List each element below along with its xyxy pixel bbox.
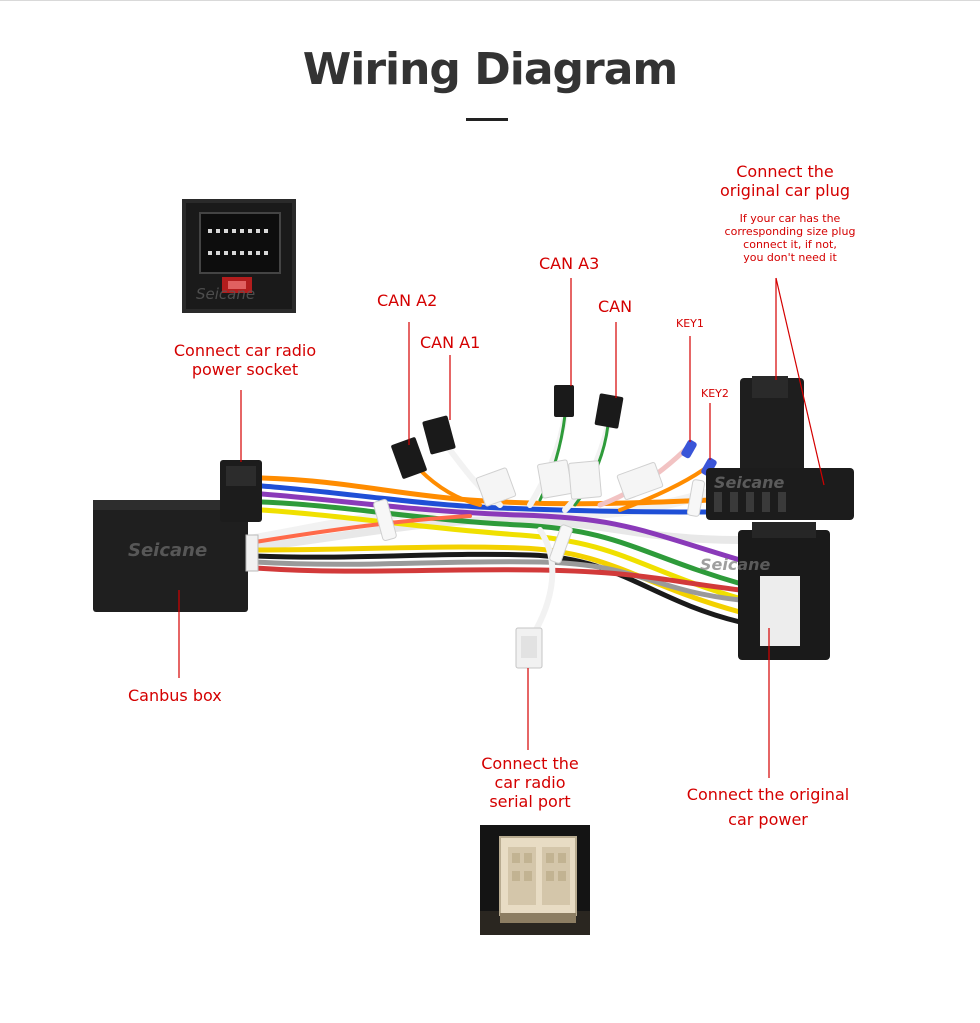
serial-port-photo [480,825,590,935]
top-divider [0,0,980,1]
watermark-text: Seicane [700,555,771,574]
original-plug-note-line3: connect it, if not, [743,238,837,251]
car-power-label-line2: car power [728,810,808,829]
cable-ties [373,479,706,564]
key1-label: KEY1 [676,317,704,330]
serial-port-label-line2: car radio [494,773,566,792]
wire-tags [475,459,664,507]
key2-label: KEY2 [701,387,729,400]
key-wire-ends [681,439,717,477]
canbus-box-unit: Seicane [93,500,259,612]
original-plug-note-line1: If your car has the [739,212,841,225]
original-plug-note-line2: corresponding size plug [724,225,856,238]
original-plug-note-line4: you don't need it [743,251,837,264]
radio-power-connector [220,460,262,522]
radio-power-label-line1: Connect car radio [173,341,317,360]
can-label: CAN [598,297,633,316]
original-plug-label-line2: original car plug [719,181,851,200]
radio-power-label: Connect car radio power socket [160,341,330,379]
serial-port-connector [515,627,543,669]
original-plug-label: Connect the original car plug [700,162,870,200]
title-underline [466,118,508,121]
serial-port-label-line3: serial port [489,792,571,811]
original-car-plug-connectors: Seicane [706,376,854,520]
page-title: Wiring Diagram [302,44,679,95]
car-power-label: Connect the original car power [678,782,858,832]
can-connectors [391,385,624,479]
can-a2-label: CAN A2 [377,291,438,310]
watermark-text: Seicane [714,473,785,492]
original-plug-note: If your car has the corresponding size p… [700,212,880,264]
radio-power-socket-photo: Seicane [182,199,296,313]
canbus-box-label: Canbus box [128,686,222,705]
wire-bundle [245,412,748,643]
watermark-text: Seicane [196,285,255,303]
serial-port-label-line1: Connect the [481,754,579,773]
original-car-power-connector: Seicane [700,522,830,660]
car-power-label-line1: Connect the original [686,785,850,804]
can-a3-label: CAN A3 [539,254,600,273]
original-plug-label-line1: Connect the [736,162,834,181]
pointer-lines [178,277,825,778]
serial-port-label: Connect the car radio serial port [460,754,600,811]
watermark-text: Seicane [128,540,207,561]
can-a1-label: CAN A1 [420,333,481,352]
radio-power-label-line2: power socket [191,360,299,379]
